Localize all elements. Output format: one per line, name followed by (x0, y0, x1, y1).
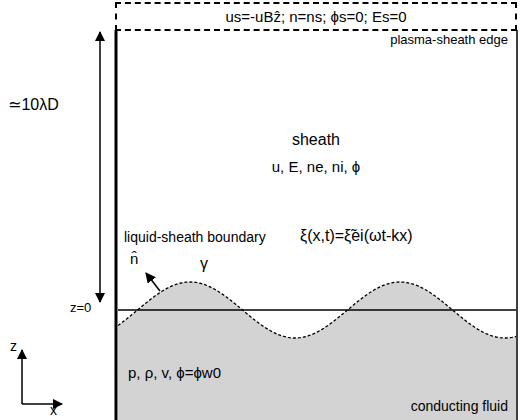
boundary-condition-box: us=-uBẑ; n=ns; ϕs=0; Es=0 (115, 2, 517, 31)
fluid-fill (118, 282, 516, 420)
axis-origin: z=0 (70, 301, 91, 316)
normal-label: n̂ (130, 250, 138, 267)
sheath-thickness: ≃10λD (8, 96, 59, 114)
boundary-label: liquid-sheath boundary (124, 229, 266, 245)
frame-left (115, 30, 118, 420)
fluid-label: conducting fluid (411, 398, 508, 414)
fluid-variables: p, ρ, v, ϕ=ϕw0 (128, 364, 221, 381)
fluid-region: p, ρ, v, ϕ=ϕw0 conducting fluid (118, 280, 516, 420)
normal-arrow (146, 273, 160, 291)
perturbation-formula: ξ(x,t)=ξ̃ei(ωt-kx) (300, 227, 413, 245)
edge-label: plasma-sheath edge (390, 33, 508, 48)
thickness-arrow (99, 32, 101, 302)
surface-tension: γ (200, 255, 208, 273)
liquid-surface (118, 282, 516, 338)
z-axis (21, 350, 23, 404)
frame-right (516, 30, 518, 420)
sheath-variables: u, E, ne, ni, ϕ (272, 158, 360, 175)
boundary-condition-text: us=-uBẑ; n=ns; ϕs=0; Es=0 (225, 8, 406, 25)
z-axis-label: z (10, 338, 17, 354)
z0-line (118, 309, 516, 311)
x-axis-label: x (50, 402, 57, 418)
region-name: sheath (292, 131, 340, 149)
